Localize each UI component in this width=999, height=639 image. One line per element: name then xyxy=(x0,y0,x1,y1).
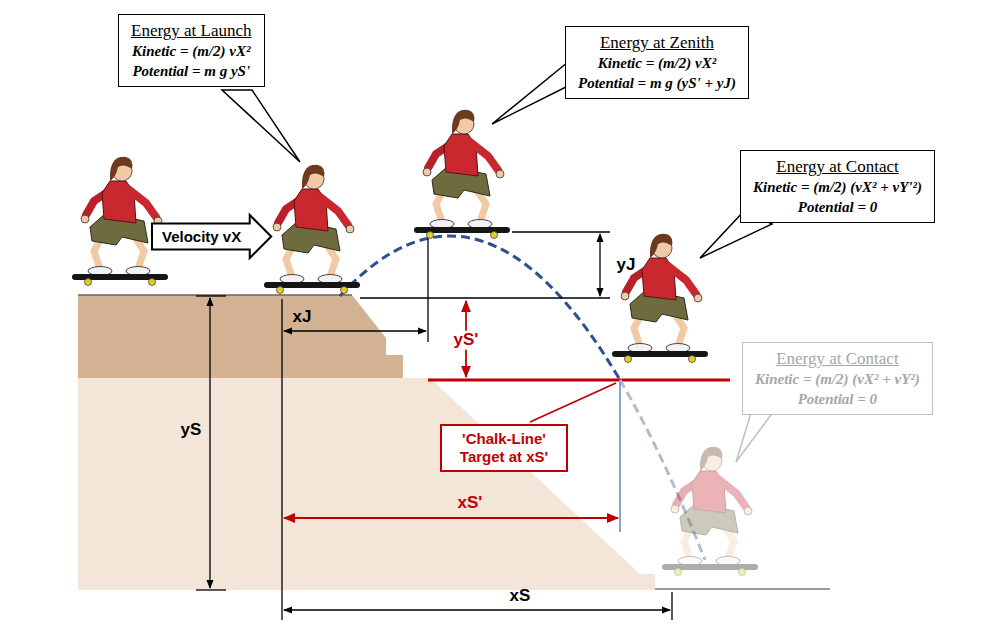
skater-contact xyxy=(612,234,708,363)
dimension-label: xS' xyxy=(456,494,485,513)
trajectory xyxy=(340,236,620,380)
formula-text: Potential = m g yS' xyxy=(131,62,252,82)
target-box: 'Chalk-Line' Target at xS' xyxy=(440,424,568,472)
formula-text: Kinetic = (m/2) (vX² + vY²) xyxy=(755,370,920,390)
arrow-shape xyxy=(152,215,271,258)
dimension-label: yJ xyxy=(615,256,638,275)
dimension-lines xyxy=(209,298,210,588)
skater-running xyxy=(72,157,168,286)
dimension-lines xyxy=(619,382,620,532)
formula-text: Kinetic = (m/2) vX² xyxy=(578,54,736,74)
ledge-edge xyxy=(78,294,352,296)
callout-tails xyxy=(492,62,568,124)
callout-tails xyxy=(222,90,300,162)
energy-callout: Energy at ContactKinetic = (m/2) (vX² + … xyxy=(742,342,933,415)
dimension-lines xyxy=(284,517,618,519)
callout-tails xyxy=(222,62,782,462)
skater-zenith xyxy=(414,110,510,239)
heading-text: Energy at Launch xyxy=(131,20,252,42)
dimension-label: xS xyxy=(508,587,533,606)
formula-text: Kinetic = (m/2) vX² xyxy=(131,42,252,62)
dimension-lines xyxy=(196,232,672,620)
dimension-lines xyxy=(512,231,610,232)
dimension-lines xyxy=(284,609,670,610)
label-text: Velocity vX xyxy=(162,228,241,245)
dimension-lines xyxy=(360,297,610,298)
formula-text: Kinetic = (m/2) (vX² + vY'²) xyxy=(753,178,922,198)
heading-text: Energy at Contact xyxy=(755,348,920,370)
dimension-lines xyxy=(196,295,226,296)
dimension-lines xyxy=(599,234,600,296)
dimension-lines xyxy=(281,299,282,620)
skater-faded xyxy=(662,447,758,576)
energy-callout: Energy at ZenithKinetic = (m/2) vX²Poten… xyxy=(565,26,749,99)
dimension-lines xyxy=(530,383,616,422)
heading-text: Energy at Contact xyxy=(753,156,922,178)
skater-launch xyxy=(264,165,360,294)
chalk-line xyxy=(428,379,730,382)
energy-callout: Energy at LaunchKinetic = (m/2) vX²Poten… xyxy=(118,14,265,87)
dimension-lines xyxy=(427,238,428,342)
formula-text: Potential = m g (yS' + yJ) xyxy=(578,74,736,94)
energy-callout: Energy at ContactKinetic = (m/2) (vX² + … xyxy=(740,150,935,223)
ground-line xyxy=(655,588,830,590)
formula-text: Potential = 0 xyxy=(753,198,922,218)
dimension-lines xyxy=(671,592,672,620)
dimension-label: yS' xyxy=(452,331,481,350)
label-text: 'Chalk-Line' Target at xS' xyxy=(448,430,560,466)
dimension-label: xJ xyxy=(291,308,314,327)
lower-ground xyxy=(78,378,655,590)
formula-text: Potential = 0 xyxy=(755,390,920,410)
upper-ledge xyxy=(78,295,403,378)
dimension-lines xyxy=(284,330,426,331)
velocity-arrow: Velocity vX xyxy=(152,215,271,258)
dimension-lines xyxy=(196,589,226,590)
dimension-label: yS xyxy=(179,421,204,440)
heading-text: Energy at Zenith xyxy=(578,32,736,54)
